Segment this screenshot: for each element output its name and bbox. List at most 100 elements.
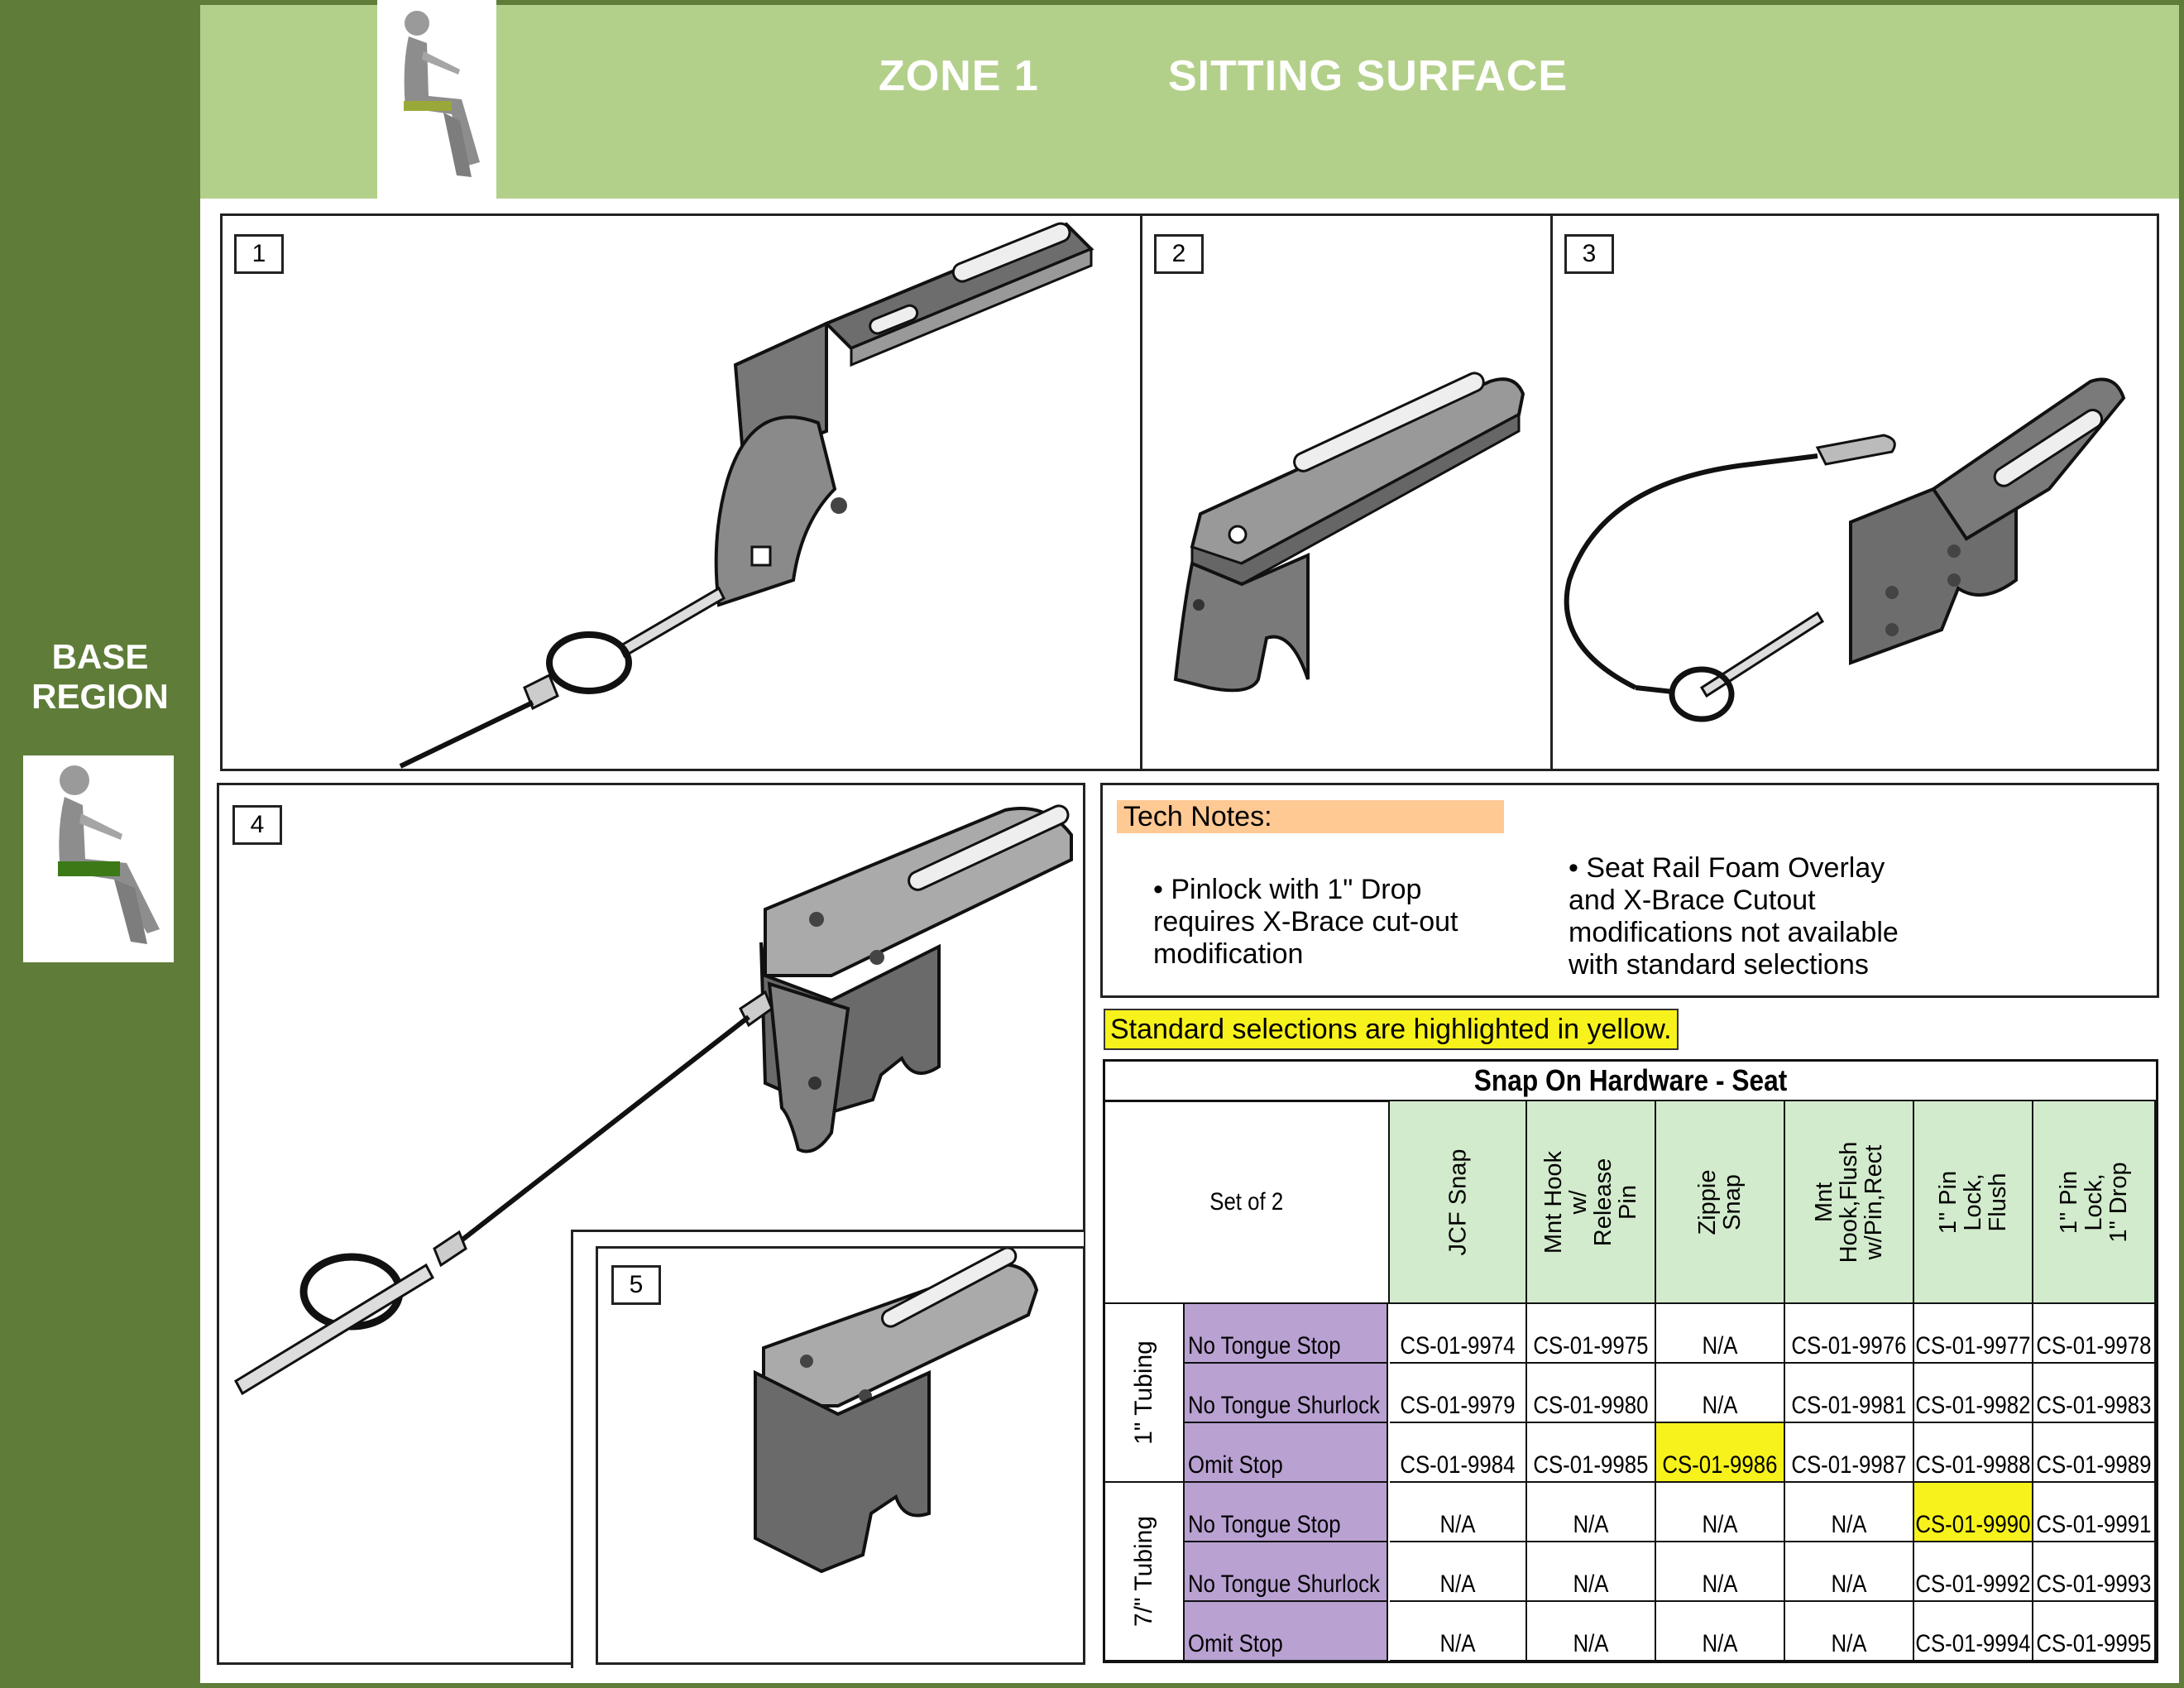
row-label: No Tongue Stop — [1185, 1304, 1388, 1364]
header-figure-thumbnail — [377, 0, 496, 199]
row-label-text: No Tongue Shurlock — [1188, 1571, 1380, 1598]
table-cell: CS-01-9974 — [1390, 1304, 1527, 1364]
row-group-label: 1" Tubing — [1105, 1304, 1185, 1483]
column-header: Mnt Hook w/ Release Pin — [1527, 1101, 1656, 1304]
column-header-text: Mnt Hook w/ Release Pin — [1540, 1150, 1641, 1254]
table-cell: N/A — [1390, 1602, 1527, 1662]
table-cell: CS-01-9981 — [1785, 1364, 1914, 1423]
table-cell: N/A — [1527, 1483, 1656, 1542]
table-cell-text: N/A — [1573, 1511, 1609, 1538]
table-cell: N/A — [1656, 1304, 1785, 1364]
panel-2: 2 — [1140, 213, 1554, 771]
row-label-text: No Tongue Stop — [1188, 1332, 1341, 1360]
table-cell: CS-01-9991 — [2033, 1483, 2156, 1542]
row-group-label-text: 1" Tubing — [1130, 1340, 1157, 1445]
table-cell: CS-01-9983 — [2033, 1364, 2156, 1423]
table-cell: N/A — [1390, 1483, 1527, 1542]
table-cell-text: CS-01-9982 — [1915, 1392, 2031, 1419]
column-header: Mnt Hook,Flush w/Pin,Rect — [1785, 1101, 1914, 1304]
table-cell: CS-01-9994 — [1914, 1602, 2033, 1662]
tech-note-1: • Pinlock with 1" Drop requires X-Brace … — [1153, 874, 1458, 970]
table-cell-text: N/A — [1573, 1630, 1609, 1657]
table-cell-text: N/A — [1439, 1571, 1476, 1598]
table-cell-text: CS-01-9989 — [2036, 1451, 2152, 1479]
table-cell-text: CS-01-9991 — [2036, 1511, 2152, 1538]
row-group-label: 7/" Tubing — [1105, 1483, 1185, 1662]
panel-number: 2 — [1154, 234, 1204, 274]
table-cell-text: CS-01-9984 — [1400, 1451, 1516, 1479]
corner-label-text: Set of 2 — [1209, 1187, 1284, 1216]
row-label: Omit Stop — [1185, 1423, 1388, 1483]
row-label-text: No Tongue Stop — [1188, 1511, 1341, 1538]
column-header: 1" Pin Lock, Flush — [1914, 1101, 2033, 1304]
row-label-text: No Tongue Shurlock — [1188, 1392, 1380, 1419]
column-header: 1" Pin Lock, 1" Drop — [2033, 1101, 2156, 1304]
table-cell: CS-01-9995 — [2033, 1602, 2156, 1662]
table-cell-text: N/A — [1831, 1630, 1867, 1657]
row-label: Omit Stop — [1185, 1602, 1388, 1662]
table-cell-text: CS-01-9980 — [1533, 1392, 1649, 1419]
table-cell-text: N/A — [1702, 1630, 1738, 1657]
table-title: Snap On Hardware - Seat — [1473, 1063, 1788, 1097]
row-label: No Tongue Shurlock — [1185, 1364, 1388, 1423]
corner-label: Set of 2 — [1105, 1101, 1390, 1304]
tech-note-2: • Seat Rail Foam Overlay and X-Brace Cut… — [1569, 852, 1899, 981]
table-cell: N/A — [1785, 1483, 1914, 1542]
panel-number: 1 — [234, 234, 284, 274]
table-cell: CS-01-9987 — [1785, 1423, 1914, 1483]
table-cell-text: CS-01-9986 — [1662, 1451, 1778, 1479]
table-cell-text: CS-01-9990 — [1915, 1511, 2031, 1538]
table-cell: CS-01-9984 — [1390, 1423, 1527, 1483]
table-cell-text: CS-01-9977 — [1915, 1332, 2031, 1360]
row-label: No Tongue Shurlock — [1185, 1542, 1388, 1602]
table-cell-text: CS-01-9993 — [2036, 1571, 2152, 1598]
table-cell: N/A — [1527, 1602, 1656, 1662]
table-title-divider — [1105, 1100, 2156, 1102]
table-cell-text: CS-01-9985 — [1533, 1451, 1649, 1479]
table-cell-text: N/A — [1573, 1571, 1609, 1598]
column-header: Zippie Snap — [1656, 1101, 1785, 1304]
table-cell-text: CS-01-9995 — [2036, 1630, 2152, 1657]
row-group-label-text: 7/" Tubing — [1130, 1515, 1158, 1628]
table-cell-text: CS-01-9994 — [1915, 1630, 2031, 1657]
table-cell-text: CS-01-9974 — [1400, 1332, 1516, 1360]
table-cell: CS-01-9982 — [1914, 1364, 2033, 1423]
table-cell: CS-01-9993 — [2033, 1542, 2156, 1602]
table-cell: CS-01-9979 — [1390, 1364, 1527, 1423]
table-cell: CS-01-9990 — [1914, 1483, 2033, 1542]
table-cell-text: CS-01-9981 — [1791, 1392, 1907, 1419]
column-header-text: JCF Snap — [1444, 1149, 1471, 1255]
table-cell: CS-01-9989 — [2033, 1423, 2156, 1483]
table-cell: CS-01-9988 — [1914, 1423, 2033, 1483]
table-cell: CS-01-9978 — [2033, 1304, 2156, 1364]
table-cell-text: N/A — [1831, 1511, 1867, 1538]
panel-5: 5 — [596, 1246, 1085, 1665]
table-cell: N/A — [1785, 1602, 1914, 1662]
header-bar — [200, 5, 2179, 199]
table-cell-text: N/A — [1702, 1332, 1738, 1360]
tech-notes-title: Tech Notes: — [1117, 800, 1504, 833]
table-cell: N/A — [1390, 1542, 1527, 1602]
zone-title: SITTING SURFACE — [1168, 52, 1569, 100]
table-cell-text: N/A — [1702, 1392, 1738, 1419]
table-cell-text: CS-01-9979 — [1400, 1392, 1516, 1419]
column-header-text: Zippie Snap — [1694, 1169, 1746, 1235]
panel-1: 1 — [220, 213, 1142, 771]
region-label: BASE REGION — [31, 637, 169, 716]
table-cell-text: CS-01-9976 — [1791, 1332, 1907, 1360]
table-cell-text: CS-01-9975 — [1533, 1332, 1649, 1360]
table-cell: N/A — [1656, 1542, 1785, 1602]
panel-3: 3 — [1550, 213, 2159, 771]
table-cell-text: N/A — [1702, 1571, 1738, 1598]
table-cell: CS-01-9976 — [1785, 1304, 1914, 1364]
panel-number: 5 — [611, 1265, 661, 1305]
table-cell-text: N/A — [1439, 1630, 1476, 1657]
table-cell: N/A — [1785, 1542, 1914, 1602]
row-label-text: Omit Stop — [1188, 1451, 1283, 1479]
table-cell: CS-01-9980 — [1527, 1364, 1656, 1423]
table-cell-text: CS-01-9983 — [2036, 1392, 2152, 1419]
table-cell-text: N/A — [1831, 1571, 1867, 1598]
table-cell-text: N/A — [1439, 1511, 1476, 1538]
table-cell-text: CS-01-9987 — [1791, 1451, 1907, 1479]
table-cell-text: CS-01-9978 — [2036, 1332, 2152, 1360]
